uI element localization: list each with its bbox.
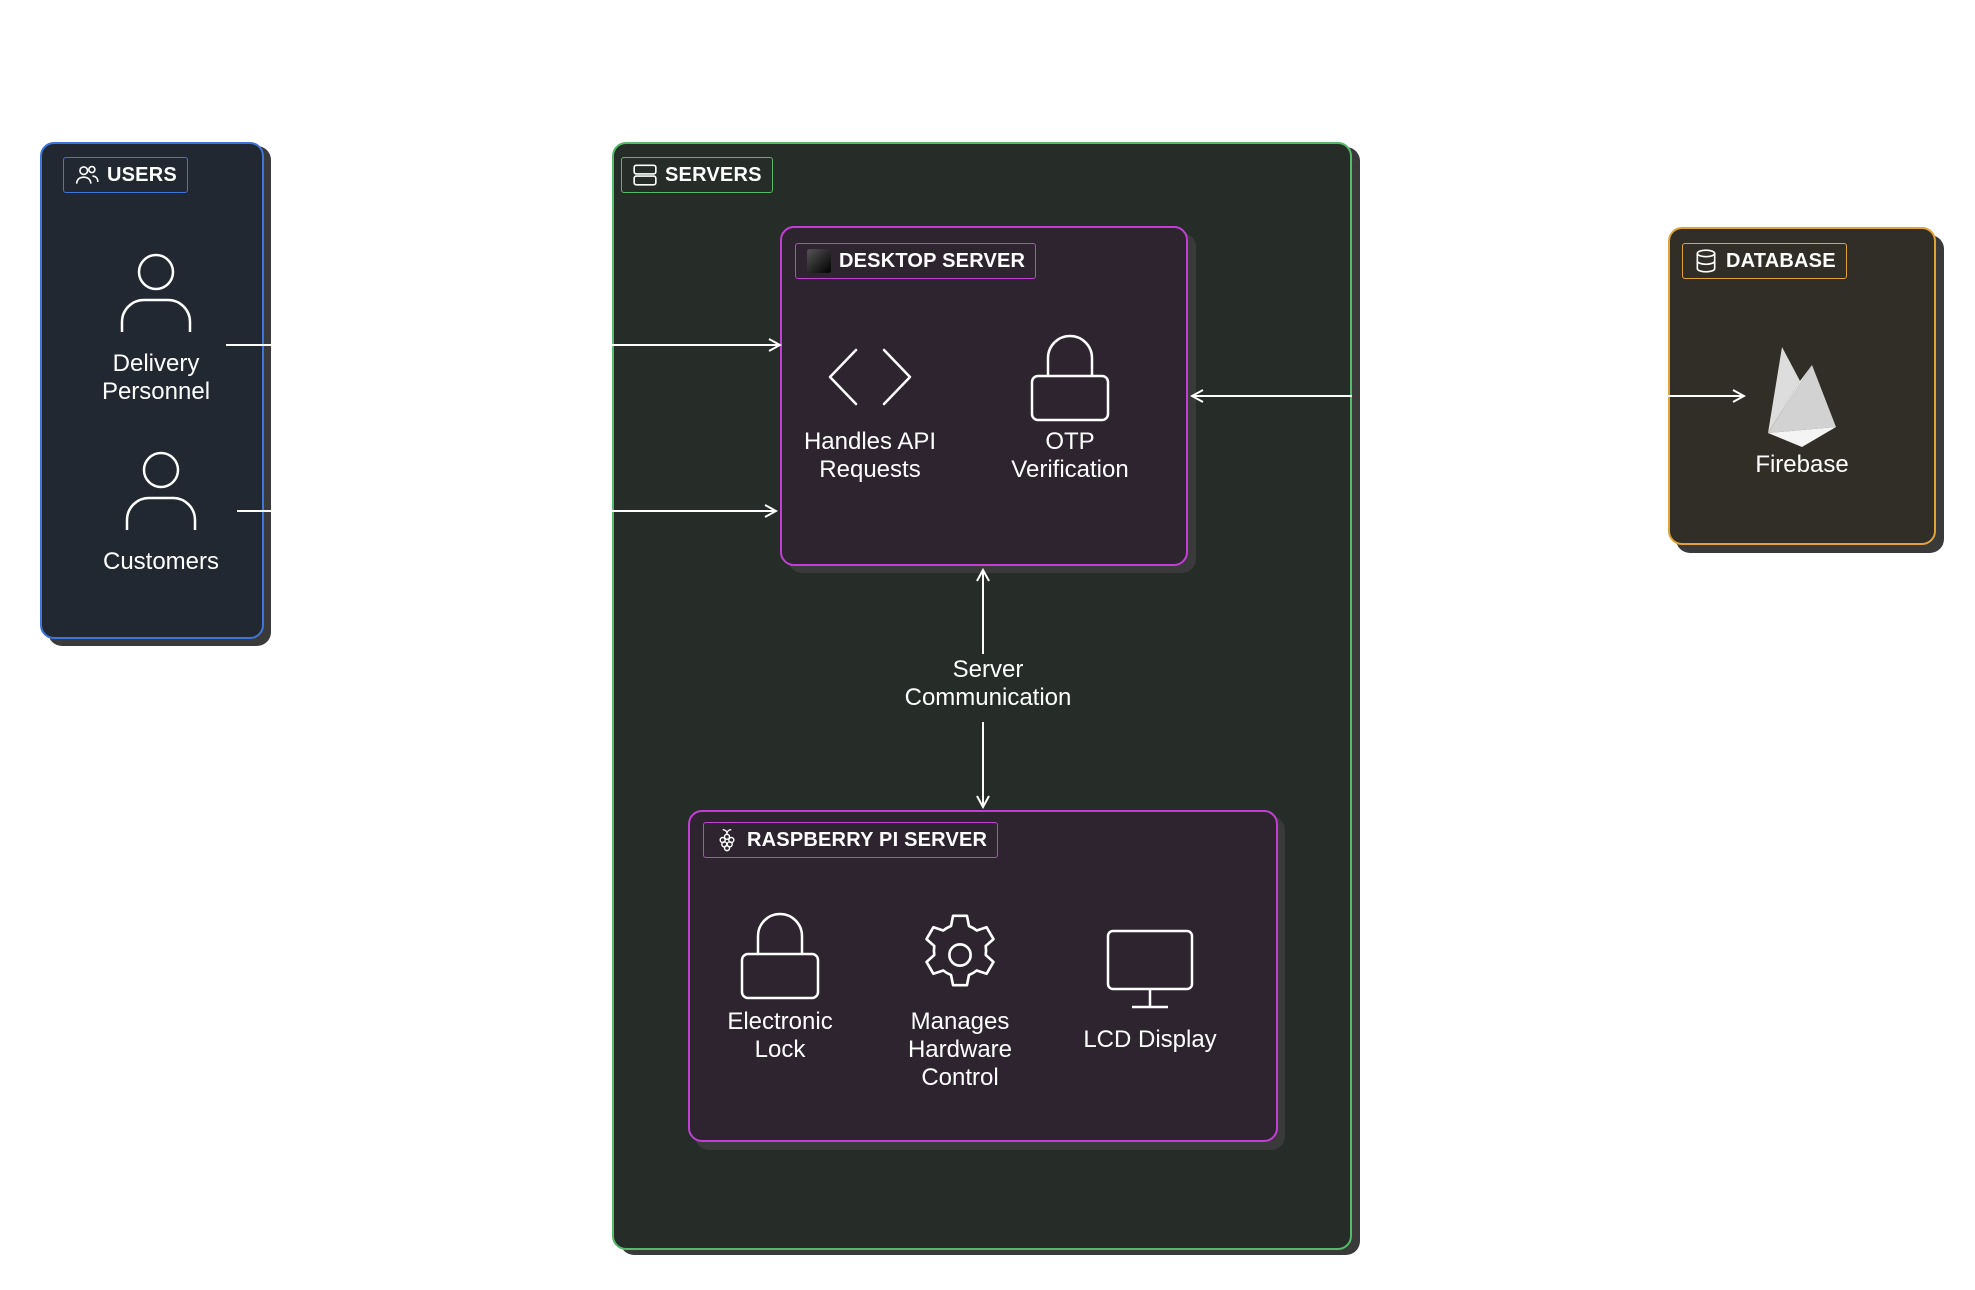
raspberry-pi-icon — [719, 829, 735, 852]
database-group-tag: DATABASE — [1682, 243, 1847, 279]
database-group-label: DATABASE — [1726, 249, 1836, 272]
desktop-server-group-label: DESKTOP SERVER — [839, 249, 1026, 272]
users-group-tag: USERS — [63, 157, 188, 193]
node-otp-verification[interactable]: OTP Verification — [990, 334, 1150, 484]
node-delivery-personnel-label: Delivery Personnel — [101, 350, 211, 405]
node-electronic-lock[interactable]: Electronic Lock — [700, 912, 860, 1064]
person-icon — [125, 451, 197, 530]
node-otp-verification-label: OTP Verification — [1011, 428, 1129, 483]
database-icon — [1696, 249, 1716, 273]
node-handles-api-requests[interactable]: Handles API Requests — [790, 340, 950, 484]
node-manages-hardware-control[interactable]: Manages Hardware Control — [880, 906, 1040, 1092]
node-delivery-personnel[interactable]: Delivery Personnel — [78, 248, 234, 406]
node-electronic-lock-label: Electronic Lock — [727, 1008, 833, 1063]
desktop-logo-icon — [807, 249, 831, 273]
lock-icon — [1030, 334, 1110, 422]
server-icon — [633, 164, 657, 186]
edge-label-server-communication: Server Communication — [884, 654, 1092, 714]
users-group[interactable] — [40, 142, 264, 639]
firebase-icon — [1768, 347, 1836, 447]
node-firebase-label: Firebase — [1755, 451, 1849, 478]
node-customers-label: Customers — [102, 548, 220, 575]
users-group-label: USERS — [107, 163, 177, 186]
person-icon — [120, 253, 192, 332]
lock-icon — [740, 912, 820, 1000]
desktop-server-group-tag: DESKTOP SERVER — [795, 243, 1037, 279]
servers-group-tag: SERVERS — [621, 157, 773, 193]
node-handles-api-requests-label: Handles API Requests — [803, 428, 937, 483]
gear-icon — [925, 914, 995, 987]
raspberry-pi-server-group-tag: RASPBERRY PI SERVER — [703, 822, 999, 858]
node-customers[interactable]: Customers — [83, 446, 239, 576]
node-lcd-display[interactable]: LCD Display — [1070, 928, 1230, 1054]
monitor-icon — [1106, 929, 1194, 1009]
raspberry-pi-server-group[interactable] — [688, 810, 1278, 1142]
desktop-server-group[interactable] — [780, 226, 1188, 566]
code-icon — [828, 348, 912, 406]
users-icon — [75, 165, 99, 184]
servers-group-label: SERVERS — [665, 163, 762, 186]
node-manages-hardware-control-label: Manages Hardware Control — [907, 1008, 1013, 1091]
node-firebase[interactable]: Firebase — [1722, 345, 1882, 479]
raspberry-pi-server-group-label: RASPBERRY PI SERVER — [747, 828, 988, 851]
node-lcd-display-label: LCD Display — [1083, 1026, 1217, 1053]
